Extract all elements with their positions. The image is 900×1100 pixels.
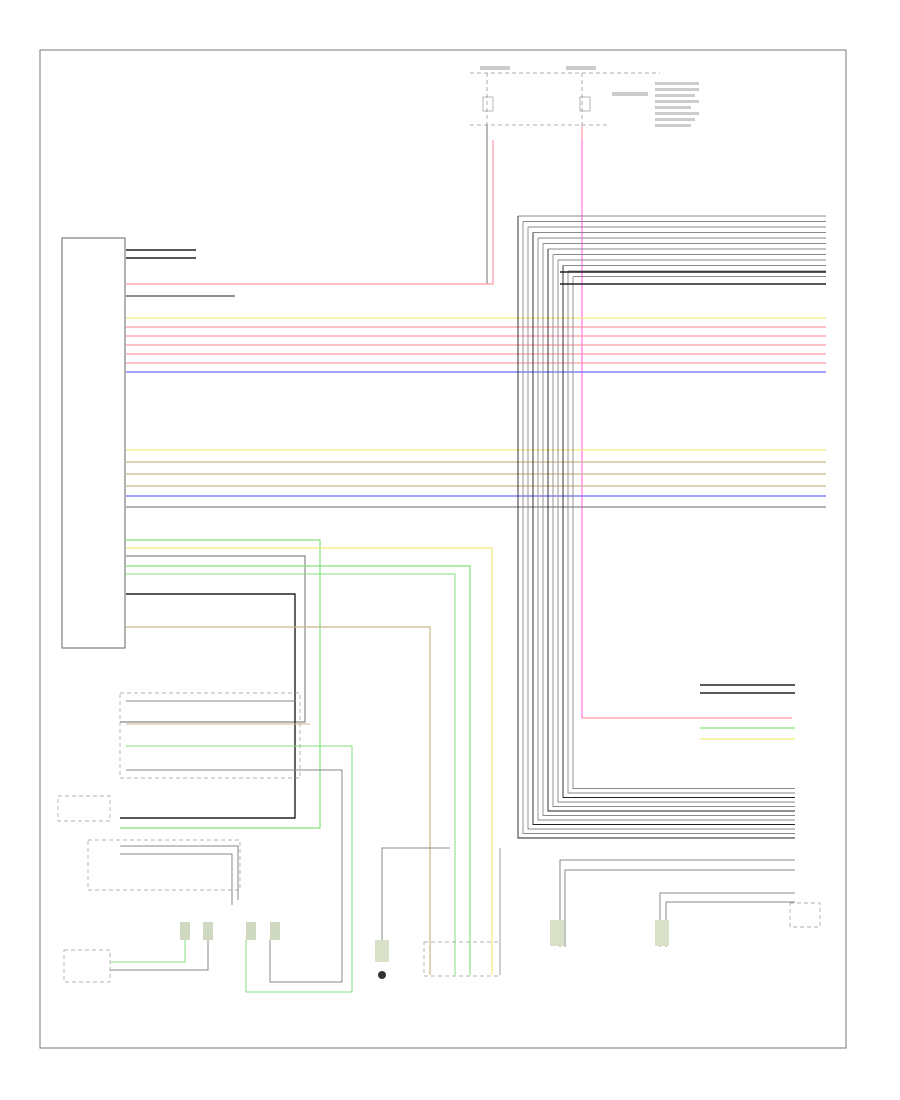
wire-red-to-fuse <box>126 140 494 285</box>
wire-bundle-vert <box>532 232 795 825</box>
speaker-connector <box>270 922 280 940</box>
module-connector <box>550 920 564 946</box>
wire-green-1 <box>120 539 321 829</box>
wire-module-1 <box>559 859 795 947</box>
wire-fuse-right <box>581 125 792 719</box>
speaker-connector <box>180 922 190 940</box>
wire-bundle-vert <box>517 216 795 839</box>
phone-box <box>87 839 241 891</box>
wire-gray-speaker <box>126 769 343 983</box>
module-connector <box>655 920 669 946</box>
wire-bundle-vert <box>547 249 795 812</box>
wire-green-speaker <box>126 745 353 993</box>
transceiver-box <box>63 949 111 983</box>
wire-bundle-vert <box>522 221 795 834</box>
wire-bundle-vert <box>527 227 795 830</box>
wire-ground <box>381 847 450 940</box>
wire-bundle-vert <box>567 271 795 794</box>
wire-trans-1 <box>110 940 186 963</box>
wire-green-down <box>126 565 471 975</box>
wire-black-loop <box>120 593 296 819</box>
wire-bundle-vert <box>572 276 795 789</box>
wires-layer <box>110 125 826 993</box>
wire-gray-1 <box>120 555 306 723</box>
ground-icon <box>378 971 386 979</box>
fuse-icon-left <box>482 96 494 112</box>
wire-bundle-vert <box>552 254 795 807</box>
diagram-frame <box>39 49 847 1049</box>
switch-box <box>57 795 111 822</box>
audio-module-box <box>423 941 501 977</box>
wire-bundle-vert <box>542 243 795 816</box>
wire-module-4 <box>665 901 795 947</box>
wire-yellow-down <box>126 547 493 975</box>
wire-green-down2 <box>126 573 456 975</box>
wire-trans-2 <box>110 940 209 971</box>
fuse-area <box>470 66 699 127</box>
wire-module-2 <box>564 869 795 947</box>
lower-left-components <box>57 692 821 983</box>
speaker-connector <box>203 922 213 940</box>
wire-tan-down <box>126 626 431 975</box>
connector-box <box>119 692 301 779</box>
fuse-icon-right <box>579 96 591 112</box>
wire-phone-1 <box>120 845 239 900</box>
wire-bundle-vert <box>557 260 795 803</box>
ground-connector <box>375 940 389 962</box>
main-module-box <box>61 237 126 649</box>
wire-module-3 <box>659 892 795 947</box>
speaker-connector <box>246 922 256 940</box>
wire-phone-2 <box>120 853 233 905</box>
camera-box <box>789 902 821 928</box>
wire-bundle-vert <box>562 265 795 798</box>
wire-bundle-vert <box>537 238 795 821</box>
